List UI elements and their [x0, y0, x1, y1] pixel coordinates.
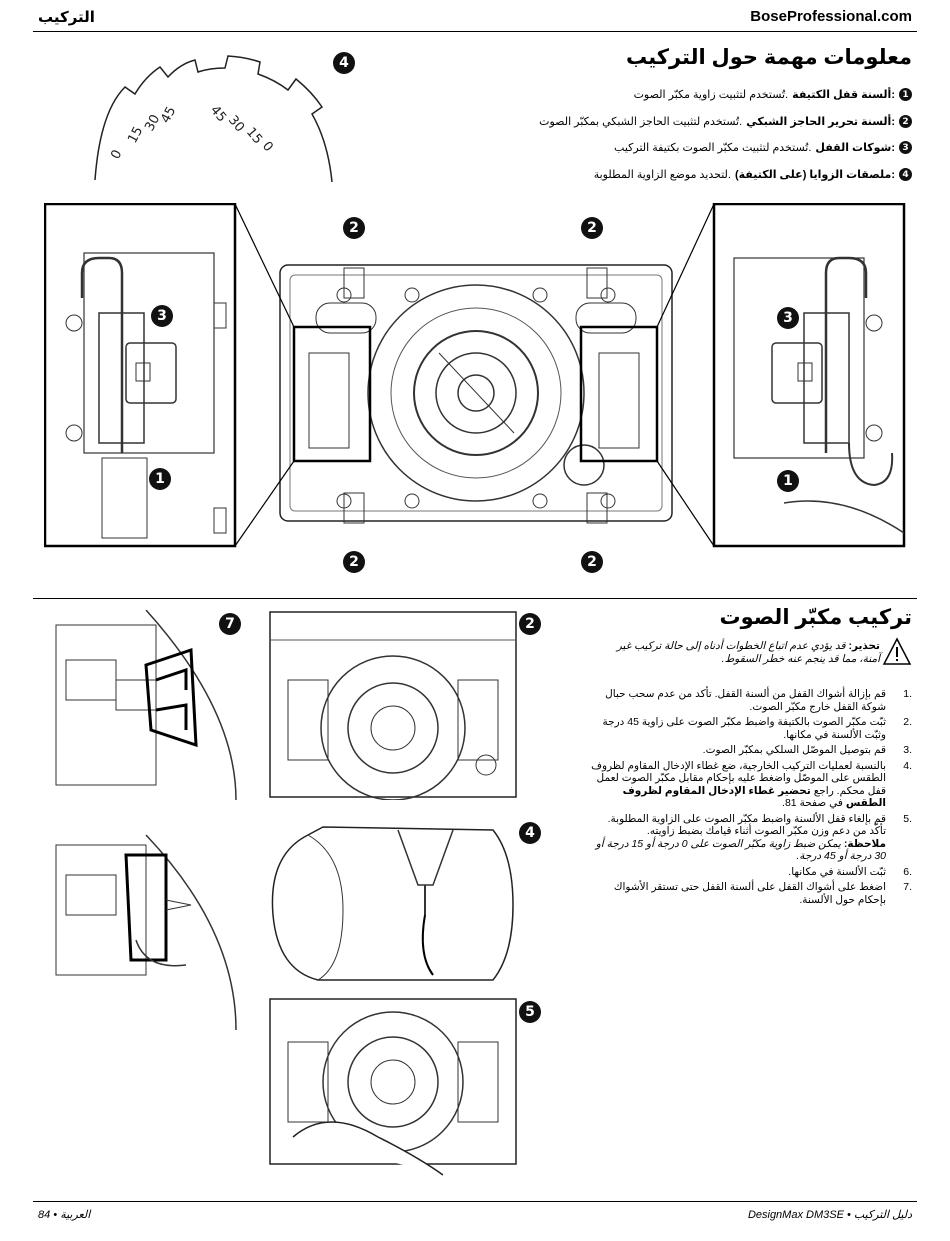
- step-text: اضغط على أشواك القفل على ألسنة القفل حتى…: [613, 881, 886, 906]
- legend-item-4: 4 ملصقات الزوايا (على الكتيفة): لتحديد م…: [594, 168, 912, 181]
- callout-3-left: 3: [151, 305, 173, 327]
- legend-item-2: 2 ألسنة تحرير الحاجز الشبكي: تُستخدم لتث…: [539, 115, 912, 128]
- section-rule: [33, 598, 917, 599]
- step-link-text[interactable]: تحضير غطاء الإدخال المقاوم لظروف الطقس: [622, 784, 886, 810]
- site-name[interactable]: BoseProfessional.com: [750, 8, 912, 25]
- legend-number-2: 2: [899, 115, 912, 128]
- legend-item-1: 1 ألسنة قفل الكتيفة: تُستخدم لتثبيت زاوي…: [634, 88, 912, 101]
- step-6: 6. ثبّت الألسنة في مكانها.: [590, 866, 912, 879]
- speaker-rear-diagram: [44, 203, 906, 548]
- callout-5: 5: [519, 1001, 541, 1023]
- legend-number-4: 4: [899, 168, 912, 181]
- step-number: 3.: [903, 744, 912, 756]
- step-7: 7. اضغط على أشواك القفل على ألسنة القفل …: [590, 881, 912, 906]
- callout-1-left: 1: [149, 468, 171, 490]
- step-text-group: قم بإلغاء قفل الألسنة واضبط مكبّر الصوت …: [590, 813, 890, 863]
- footer-rule: [33, 1201, 917, 1202]
- footer-doc-title: دليل التركيب • DesignMax DM3SE: [747, 1209, 912, 1221]
- note-text: يمكن ضبط زاوية مكبّر الصوت على 0 درجة أو…: [595, 837, 886, 863]
- callout-2-top-left: 2: [343, 217, 365, 239]
- step-5: 5. قم بإلغاء قفل الألسنة واضبط مكبّر الص…: [590, 813, 912, 863]
- callout-4-step: 4: [519, 822, 541, 844]
- step-number: 5.: [903, 812, 912, 825]
- step-3: 3. قم بتوصيل الموصّل السلكي بمكبّر الصوت…: [590, 744, 912, 757]
- legend-number-3: 3: [899, 141, 912, 154]
- callout-2-step: 2: [519, 613, 541, 635]
- step-text: بالنسبة لعمليات التركيب الخارجية، ضع غطا…: [591, 759, 886, 797]
- install-steps: 1. قم بإزالة أشواك القفل من ألسنة القفل.…: [590, 688, 912, 909]
- angle-label-right-0: 0: [259, 139, 276, 155]
- callout-2-top-right: 2: [581, 217, 603, 239]
- warning-text: تحذير: قد يؤدي عدم اتباع الخطوات أدناه إ…: [604, 640, 880, 665]
- warning-body: قد يؤدي عدم اتباع الخطوات أدناه إلى حالة…: [616, 640, 880, 665]
- section-title-install: تركيب مكبّر الصوت: [719, 606, 912, 629]
- step-4: 4. بالنسبة لعمليات التركيب الخارجية، ضع …: [590, 760, 912, 810]
- callout-3-right: 3: [777, 307, 799, 329]
- step-text-group: بالنسبة لعمليات التركيب الخارجية، ضع غطا…: [590, 760, 890, 810]
- legend-desc-1: تُستخدم لتثبيت زاوية مكبّر الصوت.: [633, 89, 789, 101]
- callout-4: 4: [333, 52, 355, 74]
- callout-7: 7: [219, 613, 241, 635]
- step-number: 4.: [903, 759, 912, 772]
- footer-page-number: العربية • 84: [38, 1209, 91, 1221]
- angle-label-right-15: 15: [243, 125, 265, 147]
- callout-2-bottom-left: 2: [343, 551, 365, 573]
- step-text: قم بإزالة أشواك القفل من ألسنة القفل. تأ…: [605, 688, 886, 713]
- step-2-illustration: [269, 611, 517, 800]
- section-header: التركيب: [38, 9, 95, 26]
- header-rule: [33, 31, 917, 32]
- step-tail: في صفحة 81.: [782, 797, 843, 809]
- step-text: ثبّت مكبّر الصوت بالكتيفة واضبط مكبّر ال…: [602, 716, 886, 741]
- legend-number-1: 1: [899, 88, 912, 101]
- angle-label-left-30: 30: [142, 112, 163, 134]
- lock-barb-illustration: [55, 610, 237, 1031]
- legend-label-2: ألسنة تحرير الحاجز الشبكي:: [746, 116, 895, 128]
- angle-label-left-45: 45: [158, 104, 179, 126]
- warning-icon: [882, 637, 912, 665]
- legend-label-1: ألسنة قفل الكتيفة:: [792, 89, 895, 101]
- callout-1-right: 1: [777, 470, 799, 492]
- angle-label-left-15: 15: [125, 124, 146, 146]
- step-5-illustration: [269, 998, 517, 1176]
- angle-label-left-0: 0: [108, 148, 125, 162]
- angle-label-illustration: 0 15 30 45 45 30 15 0: [94, 55, 333, 183]
- step-number: 2.: [903, 716, 912, 728]
- step-number: 1.: [903, 688, 912, 700]
- legend-desc-2: تُستخدم لتثبيت الحاجز الشبكي بمكبّر الصو…: [539, 116, 743, 128]
- step-2: 2. ثبّت مكبّر الصوت بالكتيفة واضبط مكبّر…: [590, 716, 912, 741]
- step-1: 1. قم بإزالة أشواك القفل من ألسنة القفل.…: [590, 688, 912, 713]
- legend-label-4: ملصقات الزوايا (على الكتيفة):: [734, 169, 895, 181]
- legend-label-3: شوكات القفل:: [815, 142, 895, 154]
- step-number: 6.: [903, 865, 912, 878]
- legend-desc-4: لتحديد موضع الزاوية المطلوبة.: [593, 169, 731, 181]
- step-4-illustration: [271, 826, 514, 981]
- page-title: معلومات مهمة حول التركيب: [625, 46, 912, 69]
- note-label: ملاحظة:: [843, 837, 886, 850]
- step-number: 7.: [903, 881, 912, 893]
- warning-label: تحذير:: [848, 640, 880, 652]
- step-text: ثبّت الألسنة في مكانها.: [788, 865, 886, 878]
- legend-desc-3: تُستخدم لتثبيت مكبّر الصوت بكتيفة التركي…: [614, 142, 812, 154]
- callout-2-bottom-right: 2: [581, 551, 603, 573]
- step-text: قم بتوصيل الموصّل السلكي بمكبّر الصوت.: [702, 744, 886, 756]
- step-text: قم بإلغاء قفل الألسنة واضبط مكبّر الصوت …: [607, 812, 886, 838]
- legend-item-3: 3 شوكات القفل: تُستخدم لتثبيت مكبّر الصو…: [614, 141, 912, 154]
